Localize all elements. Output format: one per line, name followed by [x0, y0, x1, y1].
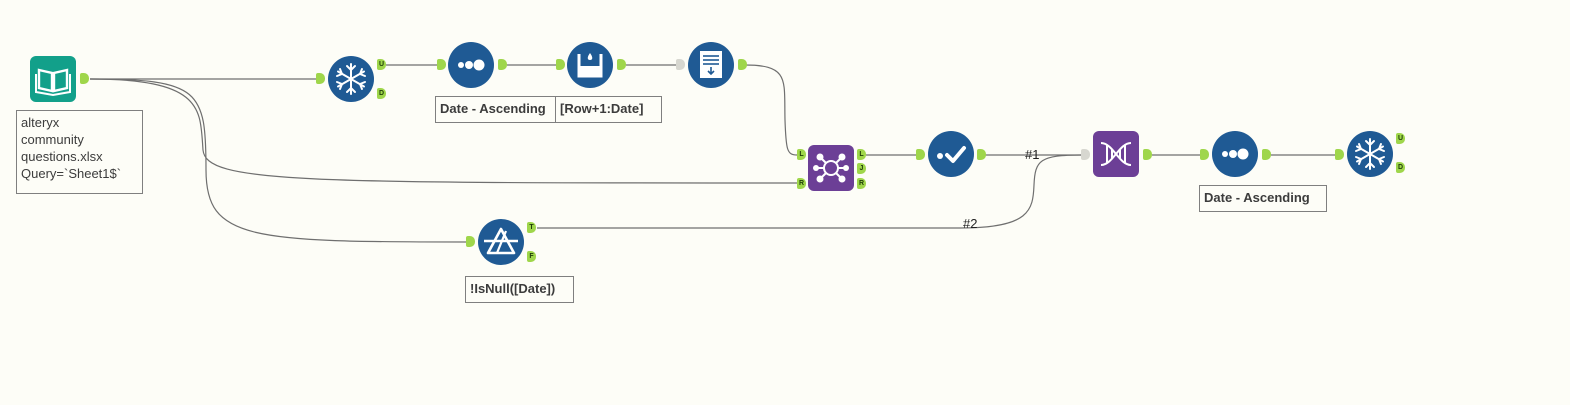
multirow-input-anchor[interactable]: [556, 59, 565, 70]
unique-1-output-d[interactable]: D: [377, 88, 386, 99]
form-tool[interactable]: [688, 42, 734, 88]
unique-2-input-anchor[interactable]: [1335, 149, 1344, 160]
select-output-anchor[interactable]: [977, 149, 986, 160]
dots-icon: [458, 59, 485, 71]
sort-2-annotation: Date - Ascending: [1199, 185, 1327, 212]
filter-icon: [484, 227, 518, 255]
filter-output-true[interactable]: T: [527, 222, 536, 233]
book-icon: [35, 68, 71, 97]
multirow-annotation: [Row+1:Date]: [555, 96, 662, 123]
join-output-join[interactable]: J: [857, 163, 866, 174]
input-annotation-line4: Query=`Sheet1$`: [21, 166, 122, 181]
connection-datetime-join-left[interactable]: [744, 64, 798, 156]
input-annotation-line1: alteryx: [21, 115, 60, 130]
connection-input-join-right[interactable]: [89, 78, 798, 184]
unique-2-output-d[interactable]: D: [1396, 162, 1405, 173]
join-input-right[interactable]: R: [797, 178, 806, 189]
input-annotation: alteryx community questions.xlsx Query=`…: [16, 110, 143, 194]
connection-input-filter[interactable]: [89, 78, 469, 243]
connection-label-2: #2: [963, 216, 978, 231]
sort-tool-2[interactable]: [1212, 131, 1258, 177]
multirow-output-anchor[interactable]: [617, 59, 626, 70]
union-tool[interactable]: [1093, 131, 1139, 177]
form-icon: [700, 51, 722, 78]
sort-1-output-anchor[interactable]: [498, 59, 507, 70]
filter-tool[interactable]: [478, 219, 524, 265]
sort-tool-1[interactable]: [448, 42, 494, 88]
connection-filter-union[interactable]: [537, 154, 1083, 229]
filter-input-anchor[interactable]: [466, 236, 475, 247]
snowflake-icon: [1355, 138, 1385, 170]
filter-annotation: !IsNull([Date]): [465, 276, 574, 303]
check-icon: [937, 146, 966, 163]
multi-row-formula-tool[interactable]: [567, 42, 613, 88]
unique-1-output-u[interactable]: U: [377, 59, 386, 70]
unique-tool-1[interactable]: [328, 56, 374, 102]
join-icon: [813, 153, 849, 183]
filter-output-false[interactable]: F: [527, 251, 536, 262]
input-data-tool[interactable]: [30, 56, 76, 102]
join-input-left[interactable]: L: [797, 149, 806, 160]
beaker-icon: [577, 53, 603, 78]
sort-1-input-anchor[interactable]: [437, 59, 446, 70]
snowflake-icon: [336, 63, 366, 95]
join-output-left[interactable]: L: [857, 149, 866, 160]
datetime-input-anchor[interactable]: [676, 59, 685, 70]
select-input-anchor[interactable]: [916, 149, 925, 160]
sort-1-annotation: Date - Ascending: [435, 96, 556, 123]
input-annotation-line2: community: [21, 132, 84, 147]
union-output-anchor[interactable]: [1143, 149, 1152, 160]
join-tool[interactable]: [808, 145, 854, 191]
select-tool[interactable]: [928, 131, 974, 177]
sort-2-output-anchor[interactable]: [1262, 149, 1271, 160]
dots-icon: [1222, 148, 1249, 160]
dna-icon: [1100, 142, 1132, 166]
union-input-anchor[interactable]: [1081, 149, 1090, 160]
sort-2-input-anchor[interactable]: [1200, 149, 1209, 160]
join-output-right[interactable]: R: [857, 178, 866, 189]
unique-tool-2[interactable]: [1347, 131, 1393, 177]
unique-2-output-u[interactable]: U: [1396, 133, 1405, 144]
connection-label-1: #1: [1025, 147, 1040, 162]
input-annotation-line3: questions.xlsx: [21, 149, 103, 164]
datetime-output-anchor[interactable]: [738, 59, 747, 70]
input-output-anchor[interactable]: [80, 73, 89, 84]
unique-1-input-anchor[interactable]: [316, 73, 325, 84]
